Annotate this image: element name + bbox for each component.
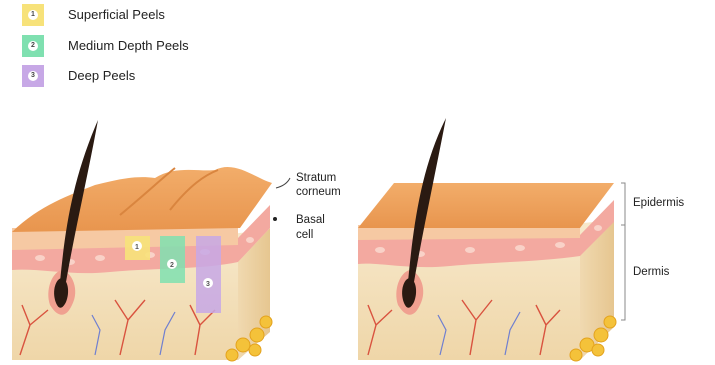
right-skin-block xyxy=(358,118,616,361)
left-skin-block: 1 2 3 xyxy=(12,120,272,361)
basal-label-line2: cell xyxy=(296,229,313,241)
dermis-label: Dermis xyxy=(633,266,670,278)
marker-number: 3 xyxy=(206,281,210,288)
peel-marker-deep xyxy=(196,236,221,313)
left-epidermis-top xyxy=(12,167,272,232)
stratum-pointer xyxy=(276,178,290,188)
marker-number: 1 xyxy=(135,244,139,251)
basal-label-line1: Basal xyxy=(296,214,325,226)
stratum-label-line2: corneum xyxy=(296,186,341,198)
basal-pointer-dot xyxy=(273,217,277,221)
layer-brackets xyxy=(621,183,625,320)
right-epidermis-top xyxy=(358,183,614,228)
marker-number: 2 xyxy=(170,262,174,269)
epidermis-label: Epidermis xyxy=(633,197,684,209)
stratum-label-line1: Stratum xyxy=(296,172,336,184)
